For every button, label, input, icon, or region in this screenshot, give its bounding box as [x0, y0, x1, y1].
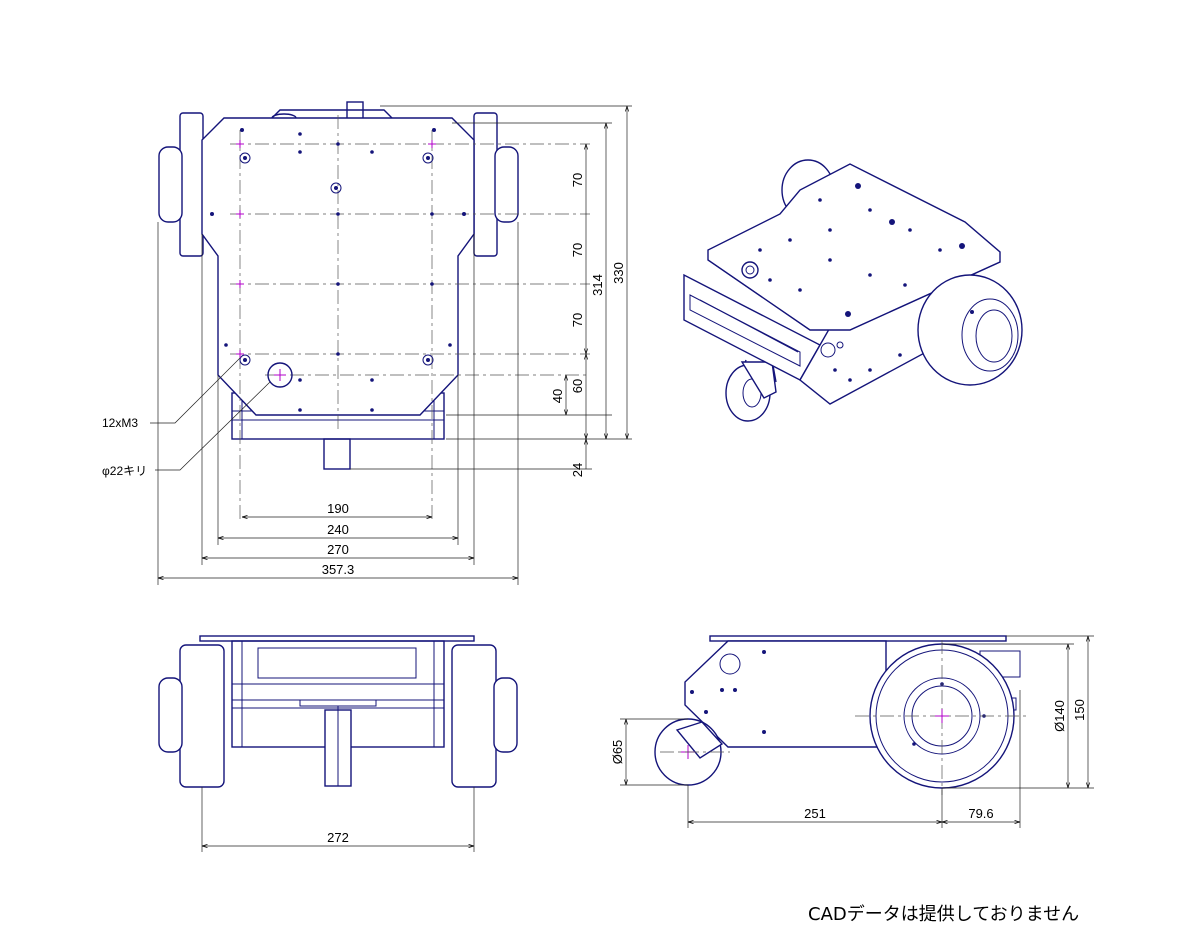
bore-callout: φ22キリ [102, 464, 147, 478]
top-view-horizontal-dimensions: 190 240 270 357.3 [157, 222, 519, 585]
side-body [684, 640, 887, 748]
handle [271, 109, 393, 119]
dim-extension-24: 24 [570, 463, 585, 477]
isometric-view [683, 159, 1023, 422]
dim-height-150: 150 [1072, 699, 1087, 721]
side-view: Ø65 Ø140 150 251 79.6 [610, 635, 1094, 828]
dim-wheel-dia: Ø140 [1052, 700, 1067, 732]
left-wheel-outer [179, 112, 204, 257]
dim-length-330: 330 [611, 262, 626, 284]
left-wheel-hub [158, 146, 183, 223]
mounting-holes [210, 128, 466, 412]
side-plate [709, 635, 1007, 642]
dim-offset-40: 40 [550, 389, 565, 403]
right-wheel-outer [473, 112, 498, 257]
dim-width-190: 190 [327, 501, 349, 516]
dim-pitch-2: 70 [570, 243, 585, 257]
dim-pitch-1: 70 [570, 173, 585, 187]
top-view-vertical-dimensions: 70 70 70 60 40 24 314 330 [350, 105, 632, 477]
front-view: 272 [158, 635, 518, 852]
dim-width-357: 357.3 [322, 562, 355, 577]
dim-width-240: 240 [327, 522, 349, 537]
dim-caster-dia: Ø65 [610, 740, 625, 765]
dim-length-314: 314 [590, 274, 605, 296]
cad-data-disclaimer: CADデータは提供しておりません [808, 904, 1080, 925]
dim-offset-60: 60 [570, 379, 585, 393]
dim-width-270: 270 [327, 542, 349, 557]
bore-22 [267, 362, 293, 388]
caster-stem [323, 438, 351, 470]
dim-wheelbase: 251 [804, 806, 826, 821]
top-view: 12xM3 φ22キリ 70 70 70 60 40 24 314 330 [102, 101, 632, 585]
dim-pitch-3: 70 [570, 313, 585, 327]
dim-rear-offset: 79.6 [968, 806, 993, 821]
m3-hole-marks [236, 140, 436, 358]
right-wheel-hub [494, 146, 519, 223]
front-plate [199, 635, 475, 642]
dim-track-width: 272 [327, 830, 349, 845]
hole-callout: 12xM3 [102, 416, 138, 430]
